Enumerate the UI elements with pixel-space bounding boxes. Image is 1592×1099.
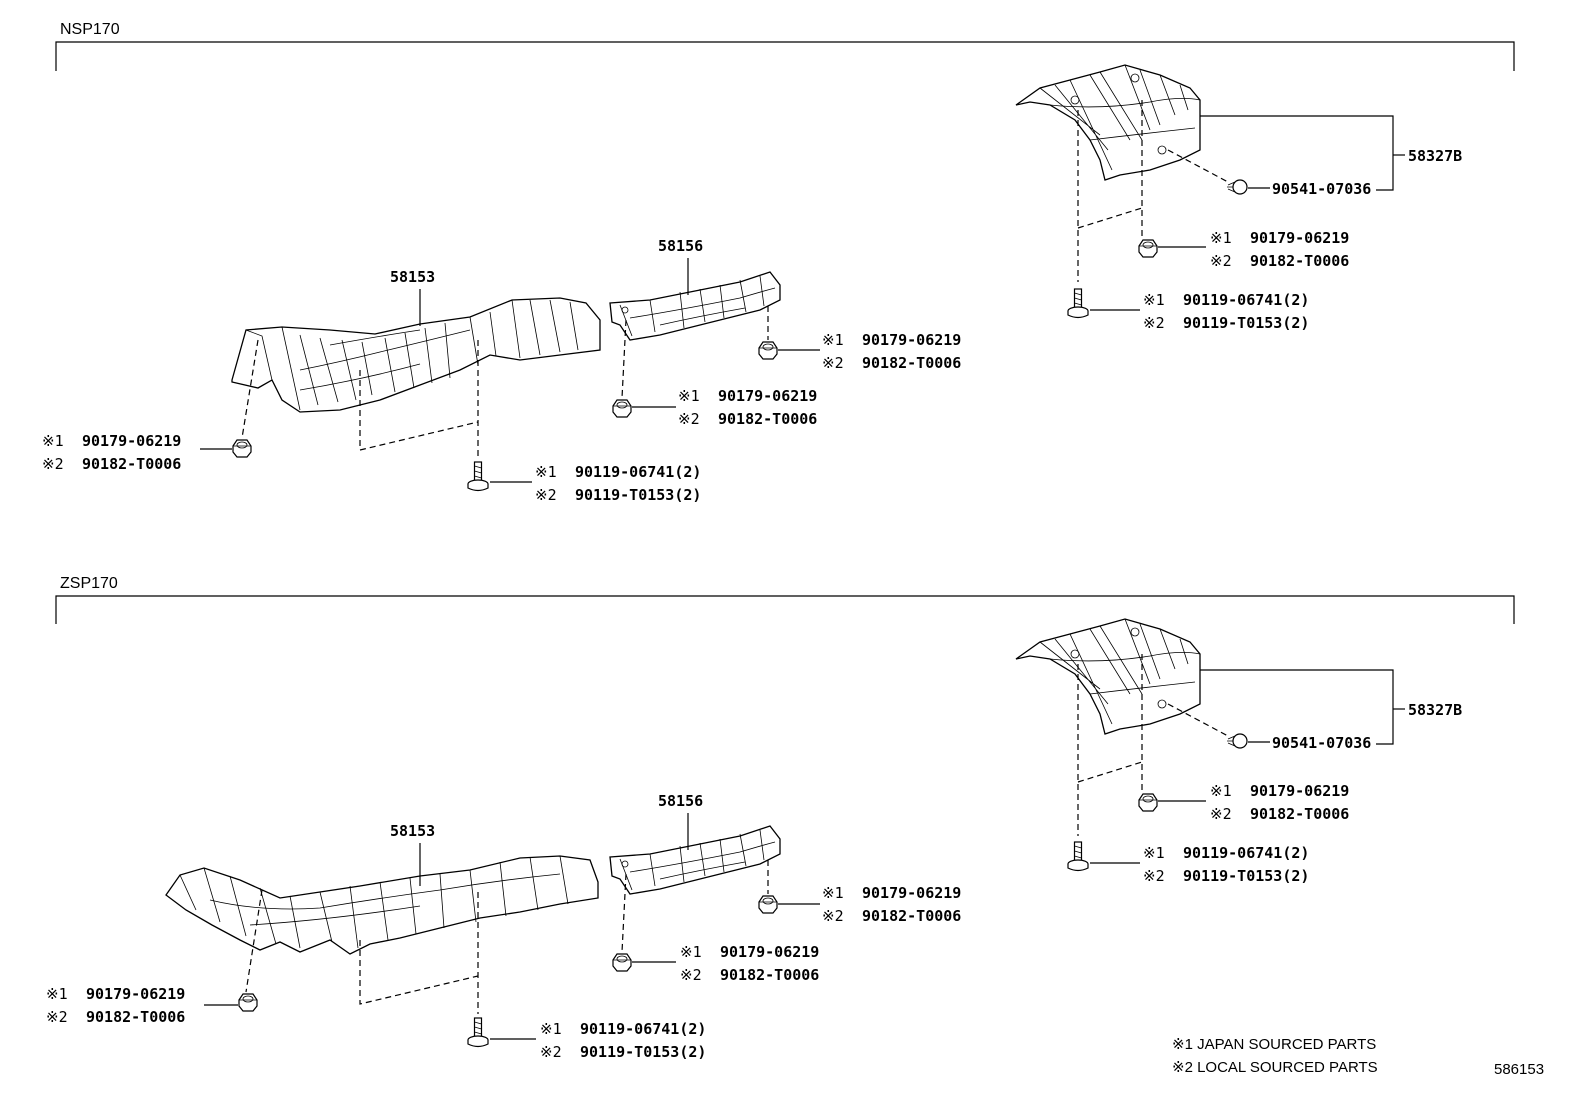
ref-mark: ※1 [1143, 844, 1165, 862]
part-label-58327b: 58327B [1408, 701, 1462, 719]
part-number: 90182-T0006 [718, 410, 817, 428]
legend-japan: ※1 JAPAN SOURCED PARTS [1172, 1036, 1376, 1053]
part-label-58153: 58153 [390, 268, 435, 286]
ref-mark: ※1 [535, 463, 557, 481]
part-number: 90182-T0006 [862, 907, 961, 925]
ref-mark: ※1 [822, 884, 844, 902]
dashed-guide [245, 889, 263, 993]
part-number: 90119-T0153(2) [1183, 314, 1309, 332]
section-bracket [55, 595, 1515, 624]
leader-bracket [1200, 669, 1394, 745]
part-number: 90119-06741(2) [580, 1020, 706, 1038]
part-number: 90182-T0006 [1250, 252, 1349, 270]
clip-icon [1226, 179, 1248, 195]
ref-mark: ※2 [1143, 314, 1165, 332]
ref-mark: ※2 [1210, 805, 1232, 823]
bolt-icon [1067, 841, 1089, 872]
part-number: 90119-06741(2) [1183, 291, 1309, 309]
rear-heat-shield [1015, 64, 1201, 181]
part-number: 90541-07036 [1272, 734, 1371, 752]
part-number: 90179-06219 [1250, 782, 1349, 800]
legend-local: ※2 LOCAL SOURCED PARTS [1172, 1059, 1378, 1076]
ref-mark: ※1 [46, 985, 68, 1003]
front-heat-shield [165, 855, 599, 955]
diagram-id: 586153 [1494, 1061, 1544, 1078]
dashed-guide [1077, 761, 1143, 783]
ref-mark: ※1 [680, 943, 702, 961]
dashed-guide [1167, 149, 1229, 183]
part-number: 90179-06219 [82, 432, 181, 450]
section-bracket [55, 41, 1515, 71]
nut-icon [758, 341, 778, 360]
nut-icon [612, 953, 632, 972]
ref-mark: ※2 [42, 455, 64, 473]
ref-mark: ※2 [46, 1008, 68, 1026]
dashed-guide [1077, 207, 1143, 229]
bolt-icon [467, 461, 489, 492]
part-number: 90179-06219 [86, 985, 185, 1003]
nut-icon [1138, 793, 1158, 812]
ref-mark: ※1 [1210, 782, 1232, 800]
part-number: 90119-T0153(2) [575, 486, 701, 504]
part-number: 90179-06219 [720, 943, 819, 961]
part-number: 90119-06741(2) [575, 463, 701, 481]
mid-heat-shield [609, 825, 781, 895]
part-number: 90182-T0006 [82, 455, 181, 473]
nut-icon [238, 993, 258, 1012]
part-number: 90179-06219 [862, 884, 961, 902]
ref-mark: ※1 [1143, 291, 1165, 309]
front-heat-shield [231, 297, 601, 413]
section-nsp170: NSP170 58153 58156 ※1 90179-06219 ※2 901… [42, 21, 1515, 504]
dashed-guide [1167, 703, 1229, 737]
nut-icon [232, 439, 252, 458]
nut-icon [758, 895, 778, 914]
part-number: 90541-07036 [1272, 180, 1371, 198]
part-label-58327b: 58327B [1408, 147, 1462, 165]
ref-mark: ※2 [680, 966, 702, 984]
rear-heat-shield [1015, 618, 1201, 735]
dashed-guide [359, 370, 479, 451]
part-number: 90182-T0006 [720, 966, 819, 984]
legend: ※1 JAPAN SOURCED PARTS ※2 LOCAL SOURCED … [1172, 1036, 1378, 1076]
bolt-icon [1067, 288, 1089, 319]
dashed-guide [621, 319, 627, 399]
part-label-58156: 58156 [658, 237, 703, 255]
section-title: NSP170 [60, 21, 120, 38]
section-zsp170: ZSP170 58153 58156 ※1 90179-06219 ※2 901… [46, 575, 1515, 1061]
ref-mark: ※1 [540, 1020, 562, 1038]
leader-bracket [1200, 115, 1394, 191]
section-title: ZSP170 [60, 575, 118, 592]
ref-mark: ※1 [822, 331, 844, 349]
bolt-icon [467, 1017, 489, 1048]
ref-mark: ※2 [822, 354, 844, 372]
part-number: 90119-T0153(2) [1183, 867, 1309, 885]
part-number: 90119-06741(2) [1183, 844, 1309, 862]
ref-mark: ※2 [678, 410, 700, 428]
part-number: 90119-T0153(2) [580, 1043, 706, 1061]
part-number: 90182-T0006 [86, 1008, 185, 1026]
ref-mark: ※2 [1143, 867, 1165, 885]
part-number: 90179-06219 [718, 387, 817, 405]
ref-mark: ※2 [540, 1043, 562, 1061]
part-number: 90179-06219 [862, 331, 961, 349]
part-number: 90179-06219 [1250, 229, 1349, 247]
ref-mark: ※1 [678, 387, 700, 405]
part-number: 90182-T0006 [1250, 805, 1349, 823]
nut-icon [1138, 239, 1158, 258]
ref-mark: ※1 [42, 432, 64, 450]
ref-mark: ※2 [535, 486, 557, 504]
ref-mark: ※2 [1210, 252, 1232, 270]
part-number: 90182-T0006 [862, 354, 961, 372]
nut-icon [612, 399, 632, 418]
dashed-guide [359, 940, 479, 1005]
dashed-guide [621, 873, 627, 953]
part-label-58153: 58153 [390, 822, 435, 840]
clip-icon [1226, 733, 1248, 749]
mid-heat-shield [609, 271, 781, 341]
part-label-58156: 58156 [658, 792, 703, 810]
ref-mark: ※1 [1210, 229, 1232, 247]
dashed-guide [241, 339, 259, 439]
ref-mark: ※2 [822, 907, 844, 925]
